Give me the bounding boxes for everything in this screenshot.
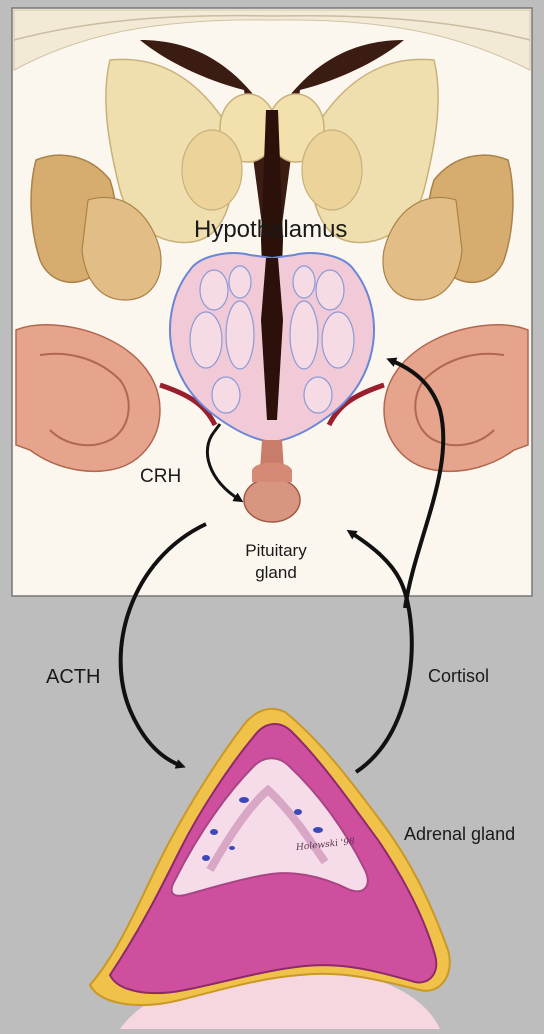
pituitary-label-line2: gland (226, 562, 326, 584)
pituitary-label: Pituitary gland (226, 540, 326, 584)
crh-label: CRH (140, 466, 181, 488)
pituitary-label-line1: Pituitary (226, 540, 326, 562)
hypothalamus-label: Hypothalamus (194, 216, 347, 244)
pituitary-gland-shape (244, 478, 300, 522)
adrenal-gland-label: Adrenal gland (404, 824, 515, 845)
cortisol-label: Cortisol (428, 666, 489, 687)
acth-label: ACTH (46, 666, 100, 689)
brain-panel (12, 8, 532, 596)
